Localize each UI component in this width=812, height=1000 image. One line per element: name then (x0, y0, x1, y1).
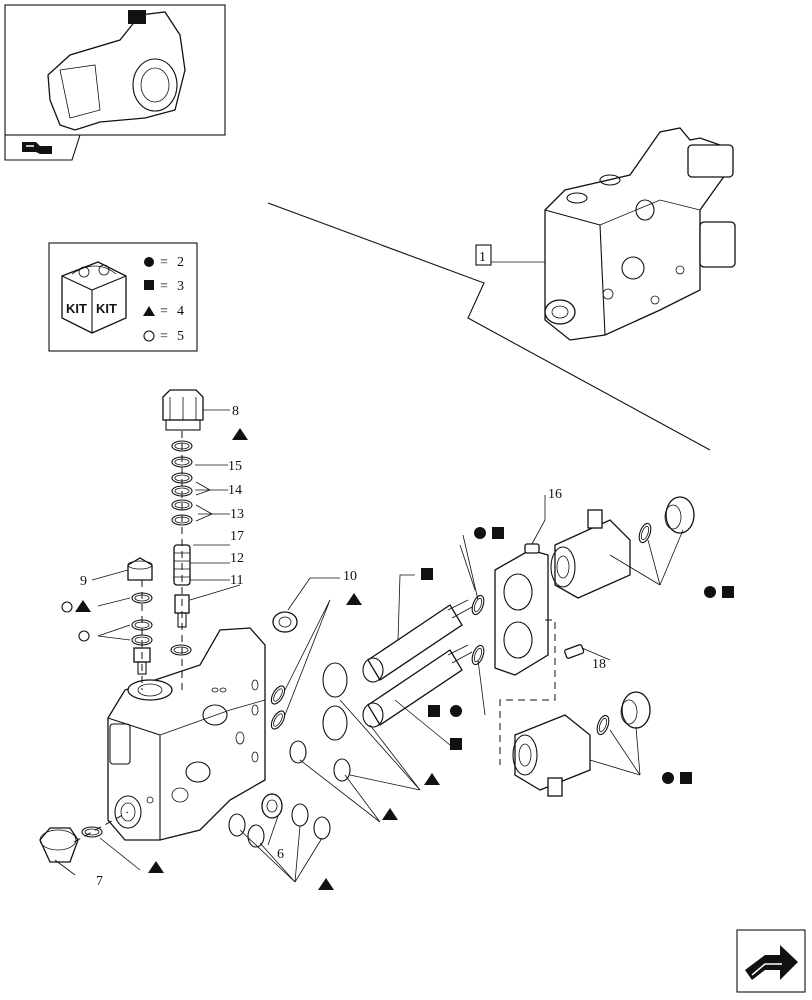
navigate-back-icon[interactable] (22, 142, 52, 154)
part-16-screw (524, 543, 540, 554)
part-8-plug (162, 389, 204, 431)
spool-lower (362, 644, 473, 728)
section-break-line (267, 202, 711, 451)
gasket-plate (494, 549, 549, 676)
kit-label-right: KIT (96, 301, 117, 316)
legend-value-2: 3 (177, 279, 184, 294)
part-9-plug (127, 557, 153, 581)
legend-eq-4: = (160, 329, 168, 344)
label-8: 8 (232, 404, 239, 419)
label-10: 10 (343, 569, 357, 584)
solenoid-nut-lower (620, 691, 651, 729)
kit-legend: KIT KIT = 2 = 3 = 4 = 5 (48, 242, 198, 352)
label-13: 13 (230, 507, 244, 522)
part-6-plug (261, 793, 283, 819)
label-17: 17 (230, 529, 244, 544)
callout-box-1 (475, 244, 492, 266)
label-7: 7 (96, 874, 103, 889)
legend-eq-3: = (160, 304, 168, 319)
legend-value-1: 2 (177, 255, 184, 270)
label-11: 11 (230, 573, 243, 588)
thumbnail-frame[interactable] (4, 4, 226, 161)
part-11-o-ring (170, 644, 192, 656)
legend-eq-1: = (160, 255, 168, 270)
label-14: 14 (228, 483, 242, 498)
label-6: 6 (277, 847, 284, 862)
label-9: 9 (80, 574, 87, 589)
solenoid-nut-upper (664, 496, 695, 534)
navigate-forward-icon[interactable] (736, 929, 806, 993)
legend-eq-2: = (160, 279, 168, 294)
solenoid-upper (550, 509, 631, 599)
open-circle-icon (143, 330, 155, 342)
legend-value-3: 4 (177, 304, 184, 319)
label-16: 16 (548, 487, 562, 502)
label-1: 1 (479, 250, 486, 265)
valve-body (107, 627, 266, 841)
kit-box-icon: KIT KIT (61, 261, 127, 334)
label-12: 12 (230, 551, 244, 566)
filled-triangle-icon (143, 306, 155, 316)
label-18: 18 (592, 657, 606, 672)
part-7-plug (39, 827, 79, 863)
filled-circle-icon (144, 257, 154, 267)
kit-label-left: KIT (66, 301, 87, 316)
part-10-plug (272, 611, 298, 633)
label-15: 15 (228, 459, 242, 474)
spool-upper (362, 599, 473, 683)
assembled-valve-view (544, 127, 736, 341)
part-18-screw (564, 644, 585, 659)
solenoid-lower (512, 714, 591, 797)
legend-value-4: 5 (177, 329, 184, 344)
filled-square-icon (144, 280, 154, 290)
